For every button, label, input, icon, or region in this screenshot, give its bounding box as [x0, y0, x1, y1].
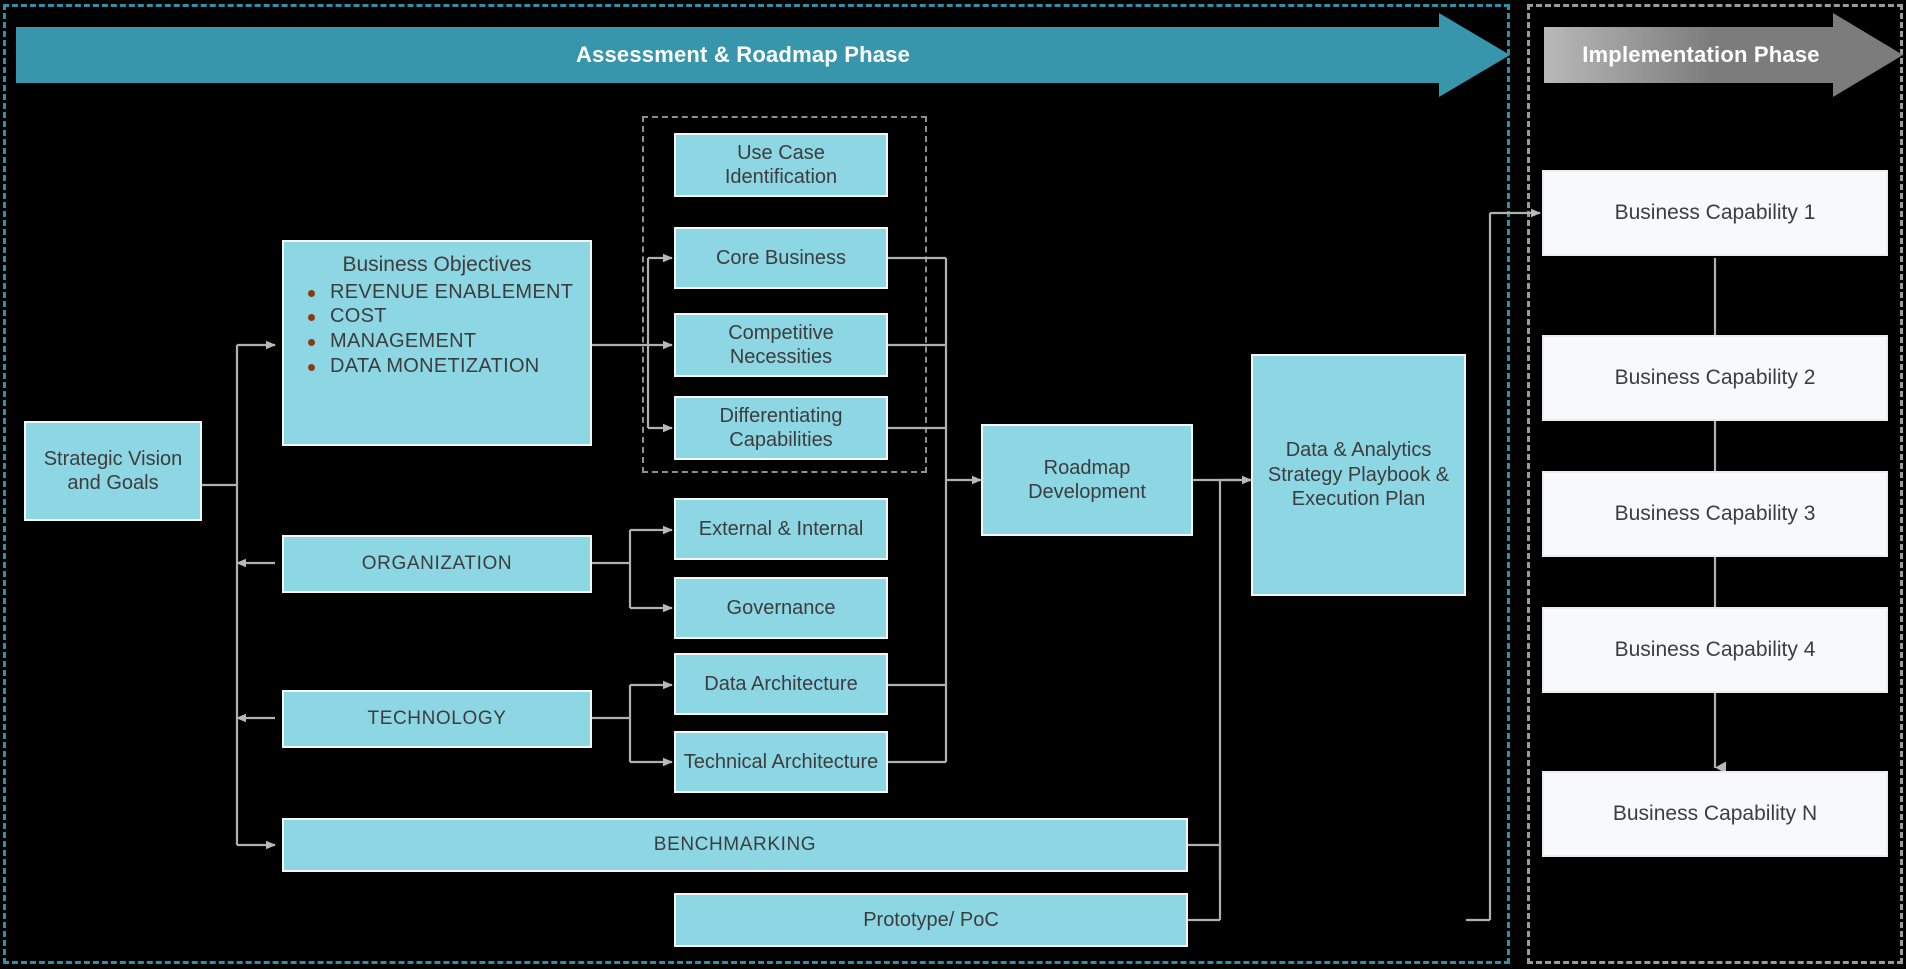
node-business-capability-2[interactable]: Business Capability 2	[1542, 335, 1888, 421]
node-label: Business Capability 4	[1614, 638, 1816, 662]
business-objectives-list: REVENUE ENABLEMENT COST MANAGEMENT DATA …	[296, 280, 584, 379]
list-item: COST	[302, 304, 584, 329]
node-external-internal[interactable]: External & Internal	[674, 498, 888, 560]
node-core-business[interactable]: Core Business	[674, 227, 888, 289]
node-label: Roadmap Development	[1028, 456, 1146, 503]
node-label: Technical Architecture	[683, 750, 879, 773]
node-label: BENCHMARKING	[653, 834, 817, 856]
node-playbook[interactable]: Data & Analytics Strategy Playbook & Exe…	[1251, 354, 1466, 596]
node-label: Business Capability 3	[1614, 502, 1816, 526]
banner-shaft	[16, 27, 1459, 83]
node-business-capability-1[interactable]: Business Capability 1	[1542, 170, 1888, 256]
node-roadmap-development[interactable]: Roadmap Development	[981, 424, 1193, 536]
node-technology[interactable]: TECHNOLOGY	[282, 690, 592, 748]
implementation-phase-banner: Implementation Phase	[1544, 13, 1903, 97]
node-label: Core Business	[715, 246, 847, 269]
node-label: Use Case Identification	[724, 141, 838, 188]
node-governance[interactable]: Governance	[674, 577, 888, 639]
node-data-architecture[interactable]: Data Architecture	[674, 653, 888, 715]
use-case-group-frame	[642, 116, 927, 473]
node-label: Data & Analytics Strategy Playbook & Exe…	[1267, 439, 1450, 511]
node-label: External & Internal	[698, 517, 864, 540]
node-business-capability-4[interactable]: Business Capability 4	[1542, 607, 1888, 693]
node-differentiating-capabilities[interactable]: Differentiating Capabilities	[674, 396, 888, 460]
node-label: Strategic Vision and Goals	[43, 447, 183, 494]
assessment-phase-label: Assessment & Roadmap Phase	[575, 42, 911, 67]
node-label: Prototype/ PoC	[863, 908, 999, 931]
node-organization[interactable]: ORGANIZATION	[282, 535, 592, 593]
node-benchmarking[interactable]: BENCHMARKING	[282, 818, 1188, 872]
assessment-phase-banner: Assessment & Roadmap Phase	[16, 13, 1510, 97]
node-label: Differentiating Capabilities	[719, 404, 843, 451]
node-label: Business Capability 1	[1614, 201, 1816, 225]
node-competitive-necessities[interactable]: Competitive Necessities	[674, 313, 888, 377]
arrow-head-icon	[1439, 13, 1510, 97]
node-business-capability-n[interactable]: Business Capability N	[1542, 771, 1888, 857]
business-objectives-title: Business Objectives	[342, 253, 532, 276]
node-label: Business Capability 2	[1614, 366, 1816, 390]
node-business-objectives[interactable]: Business Objectives REVENUE ENABLEMENT C…	[282, 240, 592, 446]
node-prototype-poc[interactable]: Prototype/ PoC	[674, 893, 1188, 947]
list-item: DATA MONETIZATION	[302, 354, 584, 379]
implementation-phase-label: Implementation Phase	[1582, 42, 1820, 67]
node-label: Data Architecture	[704, 672, 858, 695]
node-label: Business Capability N	[1612, 802, 1818, 826]
node-label: Competitive Necessities	[728, 321, 834, 368]
implementation-phase-container	[1527, 4, 1903, 964]
node-business-capability-3[interactable]: Business Capability 3	[1542, 471, 1888, 557]
list-item: REVENUE ENABLEMENT	[302, 280, 584, 305]
node-label: TECHNOLOGY	[367, 708, 507, 730]
node-label: Governance	[726, 596, 836, 619]
node-strategic-vision[interactable]: Strategic Vision and Goals	[24, 421, 202, 521]
banner-shaft	[1544, 27, 1850, 83]
assessment-phase-container	[3, 4, 1510, 964]
node-label: ORGANIZATION	[361, 553, 513, 575]
node-use-case-identification[interactable]: Use Case Identification	[674, 133, 888, 197]
arrow-head-icon	[1833, 13, 1903, 97]
list-item: MANAGEMENT	[302, 329, 584, 354]
node-technical-architecture[interactable]: Technical Architecture	[674, 731, 888, 793]
